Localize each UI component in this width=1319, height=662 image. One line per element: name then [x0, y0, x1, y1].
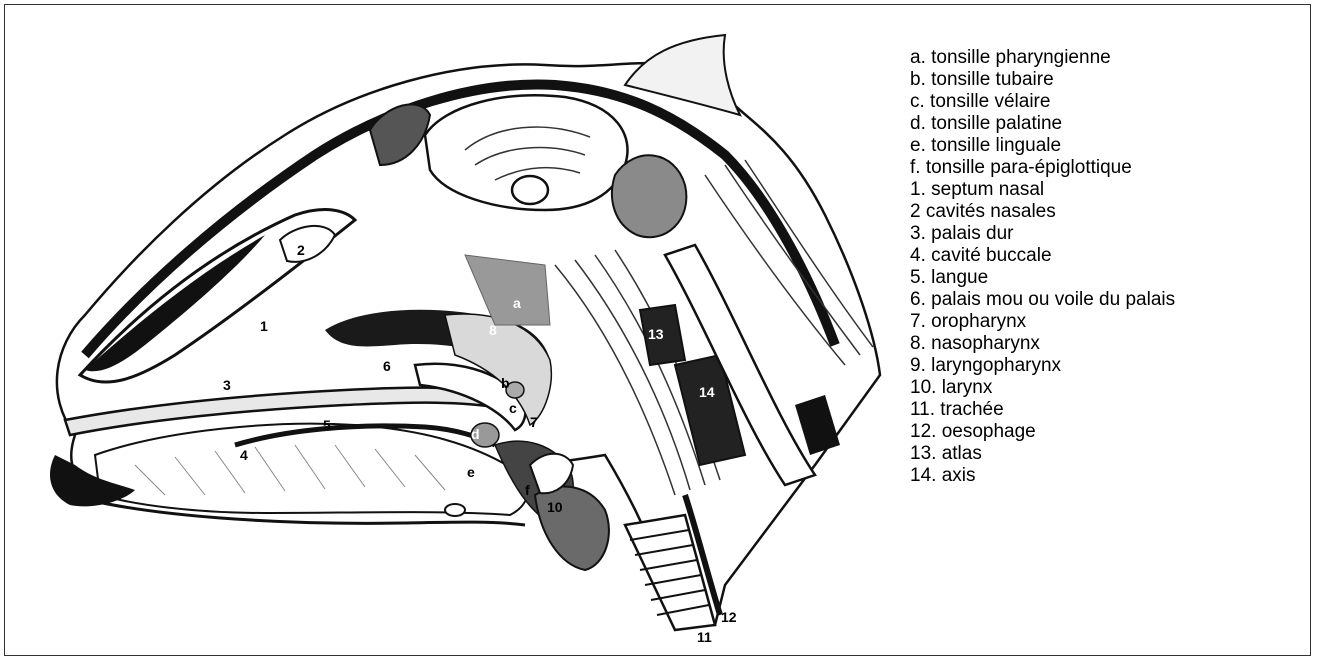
legend-item: 12. oesophage [910, 421, 1175, 443]
label-6: 6 [383, 358, 391, 374]
label-b: b [501, 375, 510, 391]
label-3: 3 [223, 377, 231, 393]
label-2: 2 [297, 242, 305, 258]
legend-item: d. tonsille palatine [910, 113, 1175, 135]
legend-list: a. tonsille pharyngienne b. tonsille tub… [910, 47, 1175, 487]
label-5: 5 [323, 417, 331, 433]
anatomy-illustration: a b c d e f g 1 2 3 4 5 6 7 8 10 11 12 1… [25, 25, 885, 655]
figure-frame: a b c d e f g 1 2 3 4 5 6 7 8 10 11 12 1… [4, 4, 1311, 656]
legend-item: 8. nasopharynx [910, 333, 1175, 355]
legend-item: 6. palais mou ou voile du palais [910, 289, 1175, 311]
label-7: 7 [530, 414, 538, 430]
legend-item: 13. atlas [910, 443, 1175, 465]
label-4: 4 [240, 447, 248, 463]
legend-item: e. tonsille linguale [910, 135, 1175, 157]
label-c: c [509, 400, 517, 416]
legend-item: 5. langue [910, 267, 1175, 289]
lingual-tonsil [445, 504, 465, 516]
label-12: 12 [721, 609, 737, 625]
label-d: d [471, 426, 480, 442]
legend-item: 10. larynx [910, 377, 1175, 399]
head-sagittal-section: a b c d e f g 1 2 3 4 5 6 7 8 10 11 12 1… [25, 25, 885, 655]
label-g: g [573, 430, 582, 446]
label-14: 14 [699, 384, 715, 400]
label-e: e [467, 464, 475, 480]
label-1: 1 [260, 318, 268, 334]
legend-item: f. tonsille para-épiglottique [910, 157, 1175, 179]
legend-item: a. tonsille pharyngienne [910, 47, 1175, 69]
label-10: 10 [547, 499, 563, 515]
legend-item: 1. septum nasal [910, 179, 1175, 201]
label-13: 13 [648, 326, 664, 342]
legend-item: b. tonsille tubaire [910, 69, 1175, 91]
legend-item: 9. laryngopharynx [910, 355, 1175, 377]
legend-item: 3. palais dur [910, 223, 1175, 245]
legend-item: 11. trachée [910, 399, 1175, 421]
label-8: 8 [489, 322, 497, 338]
cerebellum [612, 155, 686, 237]
label-a: a [513, 295, 521, 311]
legend-item: 7. oropharynx [910, 311, 1175, 333]
pituitary-region [512, 176, 548, 204]
legend-item: 4. cavité buccale [910, 245, 1175, 267]
label-11: 11 [697, 629, 712, 645]
legend-item: 14. axis [910, 465, 1175, 487]
legend-item: c. tonsille vélaire [910, 91, 1175, 113]
legend-item: 2 cavités nasales [910, 201, 1175, 223]
label-f: f [525, 482, 530, 498]
